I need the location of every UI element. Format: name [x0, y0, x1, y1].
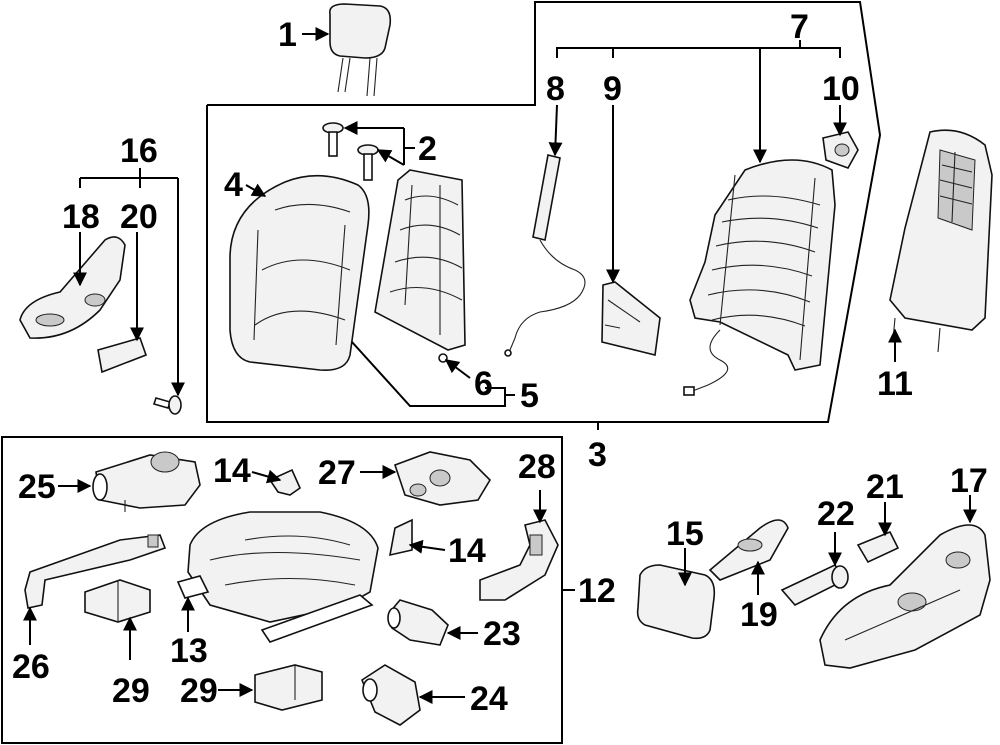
- callout-16: 16: [120, 132, 158, 170]
- seat-back-frame-part: [683, 159, 836, 396]
- callout-28: 28: [518, 448, 556, 486]
- callout-26: 26: [12, 648, 50, 686]
- callout-10: 10: [822, 70, 860, 108]
- lower-trim-part-28: [479, 519, 559, 601]
- headrest-guide-part: [322, 122, 379, 181]
- callout-17: 17: [950, 462, 988, 500]
- side-board-part: [601, 281, 661, 356]
- screw-part: [152, 395, 182, 415]
- motor-part-27: [393, 451, 492, 506]
- seat-back-pad-part: [374, 169, 466, 363]
- knob-part-21: [856, 530, 900, 564]
- seat-back-group-box: [206, 0, 882, 423]
- callout-29a: 29: [112, 672, 150, 710]
- callout-25: 25: [18, 468, 56, 506]
- bracket-part-14b: [388, 518, 413, 557]
- side-shield-part-17: [819, 524, 991, 669]
- seat-cushion-assembly: [176, 511, 379, 643]
- leader-lines: [23, 27, 977, 704]
- switch-part-22: [780, 563, 849, 606]
- module-part-29a: [84, 579, 151, 623]
- seat-back-panel-part: [889, 129, 993, 353]
- callout-12: 12: [578, 572, 616, 610]
- track-part-26: [24, 534, 167, 609]
- motor-part-23: [387, 599, 449, 646]
- callout-1: 1: [278, 16, 297, 54]
- switch-part: [97, 337, 148, 374]
- callout-21: 21: [866, 468, 904, 506]
- motor-part-25: [92, 451, 201, 512]
- callout-15: 15: [666, 515, 704, 553]
- motor-part-24: [361, 664, 421, 726]
- callout-23: 23: [483, 615, 521, 653]
- callout-14a: 14: [213, 452, 251, 490]
- callout-8: 8: [546, 70, 565, 108]
- callout-20: 20: [120, 198, 158, 236]
- bracket-part-14a: [268, 468, 301, 496]
- back-frame-wire-part: [504, 154, 586, 357]
- callout-22: 22: [817, 495, 855, 533]
- seat-back-cover-part: [229, 174, 370, 372]
- callout-13: 13: [170, 632, 208, 670]
- callout-18: 18: [62, 198, 100, 236]
- callout-11: 11: [877, 365, 913, 403]
- callout-6: 6: [474, 365, 493, 403]
- callout-9: 9: [603, 70, 622, 108]
- callout-7: 7: [790, 8, 809, 46]
- callout-2: 2: [418, 130, 437, 168]
- callout-19: 19: [740, 596, 778, 634]
- pad-part-15: [636, 564, 716, 640]
- callout-14b: 14: [448, 532, 486, 570]
- recliner-clip-part: [822, 131, 859, 169]
- shield-part-19: [708, 519, 789, 581]
- callout-27: 27: [318, 454, 356, 492]
- callout-3: 3: [588, 436, 607, 474]
- callout-29b: 29: [180, 672, 218, 710]
- callout-4: 4: [224, 166, 243, 204]
- callout-5: 5: [520, 377, 539, 415]
- module-part-29b: [254, 664, 323, 711]
- outer-shield-part: [19, 236, 126, 339]
- headrest-part: [328, 3, 392, 97]
- callout-labels: 1 2 3 4 5 6 7 8 9 10 11 12 13 14 14 15 1…: [12, 8, 988, 718]
- callout-24: 24: [470, 680, 508, 718]
